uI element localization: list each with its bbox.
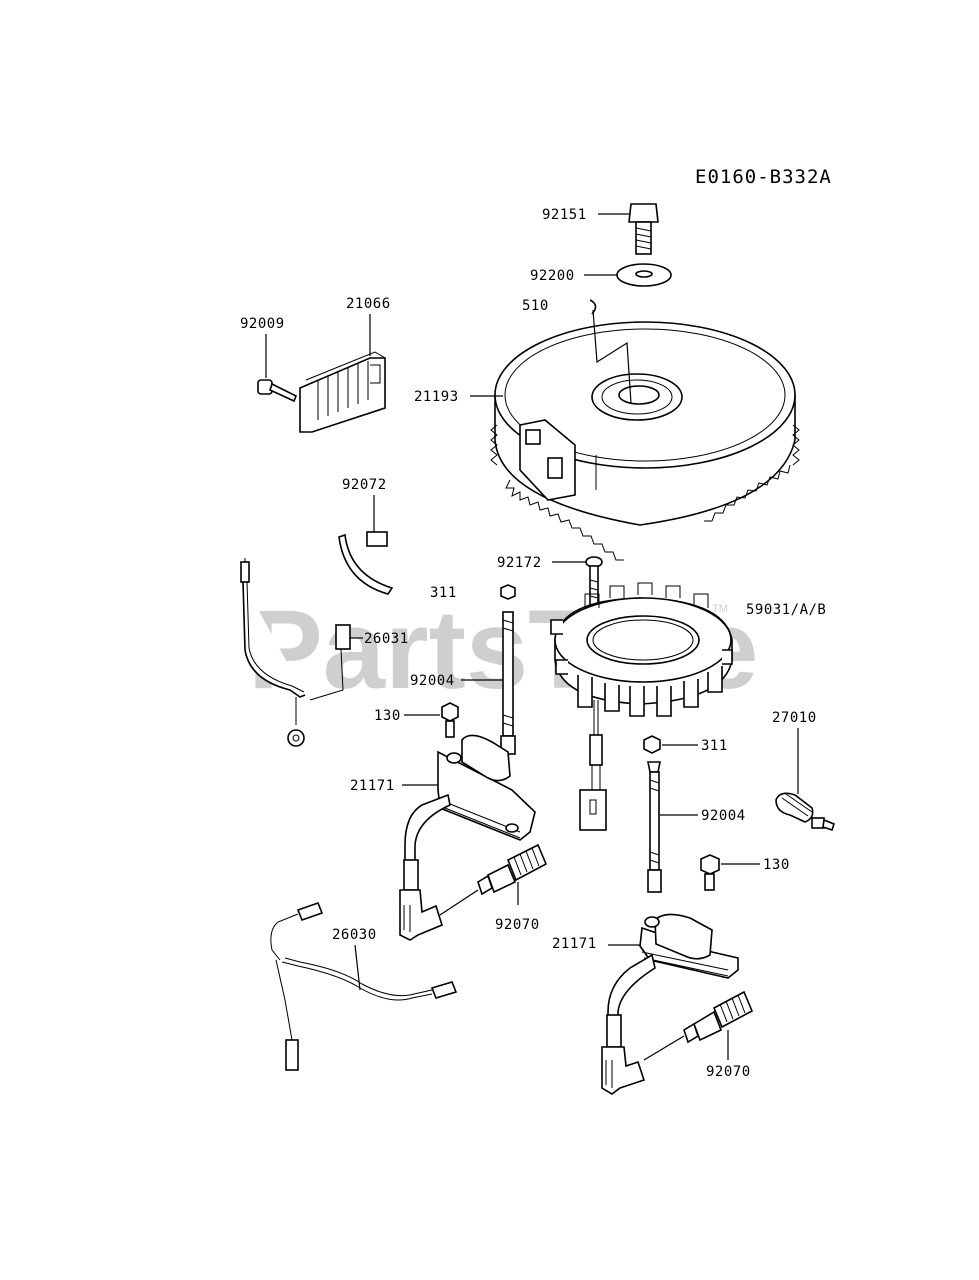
stud-92004-left[interactable] [500, 611, 516, 755]
regulator-21066[interactable] [299, 351, 386, 433]
callout-510[interactable]: 510 [522, 298, 549, 314]
callout-59031[interactable]: 59031/A/B [746, 602, 826, 618]
callout-130-left[interactable]: 130 [374, 708, 401, 724]
callout-21066[interactable]: 21066 [346, 296, 391, 312]
washer-92200[interactable] [616, 263, 672, 287]
callout-27010[interactable]: 27010 [772, 710, 817, 726]
callout-26031[interactable]: 26031 [364, 631, 409, 647]
switch-27010[interactable] [775, 792, 835, 832]
callout-21193[interactable]: 21193 [414, 389, 459, 405]
callout-92072[interactable]: 92072 [342, 477, 387, 493]
bolt-130-right[interactable] [700, 854, 720, 891]
lead-wire-26030[interactable] [270, 901, 458, 1071]
callout-311-left[interactable]: 311 [430, 585, 457, 601]
callout-92070-right[interactable]: 92070 [706, 1064, 751, 1080]
bolt-130-left[interactable] [441, 702, 459, 738]
spark-plug-92070-left[interactable] [477, 843, 548, 896]
callout-92004-left[interactable]: 92004 [410, 673, 455, 689]
ignition-coil-21171-right[interactable] [601, 913, 739, 1095]
stator-59031[interactable] [550, 582, 733, 831]
lead-92072[interactable] [338, 531, 394, 595]
callout-130-right[interactable]: 130 [763, 857, 790, 873]
callout-92009[interactable]: 92009 [240, 316, 285, 332]
watermark-trademark: TM [712, 603, 728, 615]
flywheel-21193[interactable] [490, 321, 800, 561]
callout-92070-left[interactable]: 92070 [495, 917, 540, 933]
nut-311-right[interactable] [643, 735, 661, 754]
callout-92200[interactable]: 92200 [530, 268, 575, 284]
ignition-coil-21171-left[interactable] [399, 734, 536, 941]
callout-311-right[interactable]: 311 [701, 738, 728, 754]
callout-26030[interactable]: 26030 [332, 927, 377, 943]
spark-plug-92070-right[interactable] [683, 990, 754, 1044]
callout-21171-right[interactable]: 21171 [552, 936, 597, 952]
callout-92151[interactable]: 92151 [542, 207, 587, 223]
nut-311-left[interactable] [500, 584, 516, 600]
diagram-code: E0160-B332A [695, 166, 832, 188]
screw-92009[interactable] [257, 379, 298, 403]
bolt-92151[interactable] [628, 203, 659, 255]
stud-92004-right[interactable] [647, 761, 662, 893]
callout-92004-right[interactable]: 92004 [701, 808, 746, 824]
lead-wire-26031[interactable] [240, 558, 351, 747]
callout-21171-left[interactable]: 21171 [350, 778, 395, 794]
callout-92172[interactable]: 92172 [497, 555, 542, 571]
